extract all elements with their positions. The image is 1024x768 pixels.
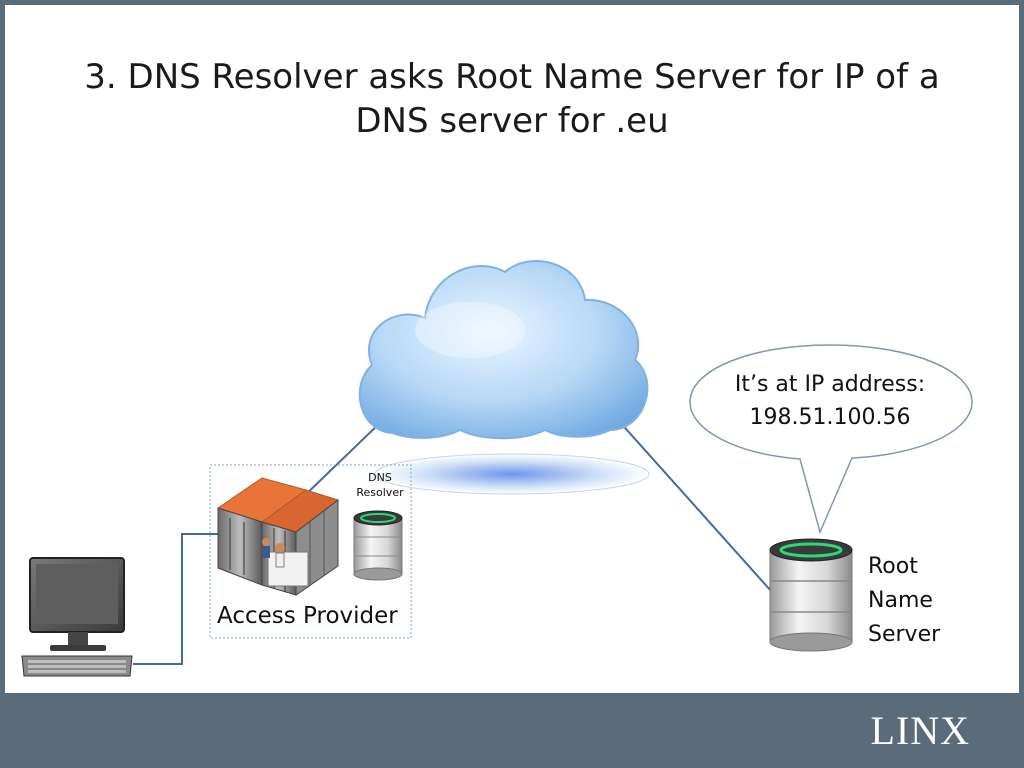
title-line-2: DNS server for .eu — [355, 101, 669, 141]
linx-logo: LINX — [870, 708, 970, 753]
connection-lines — [133, 419, 773, 665]
speech-bubble-icon — [689, 344, 973, 535]
link-computer-to-provider — [133, 533, 218, 665]
cloud-icon — [358, 260, 649, 440]
dns-resolver-database-icon — [353, 510, 403, 581]
root-name-server-label: Root Name Server — [868, 550, 940, 652]
root-label-line-3: Server — [868, 622, 941, 647]
access-provider-box — [209, 464, 412, 639]
access-provider-label: Access Provider — [217, 603, 398, 629]
slide-title: 3. DNS Resolver asks Root Name Server fo… — [40, 55, 984, 143]
root-label-line-2: Name — [868, 588, 933, 613]
cloud-shadow-glow — [374, 453, 650, 495]
root-name-server-database-icon — [769, 538, 853, 652]
server-room-icon — [216, 477, 340, 596]
title-line-1: 3. DNS Resolver asks Root Name Server fo… — [84, 57, 940, 97]
desktop-computer-icon — [21, 557, 133, 677]
speech-bubble-text: It’s at IP address: 198.51.100.56 — [710, 368, 950, 434]
speech-bubble-line-1: It’s at IP address: — [734, 372, 926, 397]
link-provider-to-cloud — [299, 419, 384, 501]
dns-resolver-label: DNS Resolver — [348, 470, 412, 500]
footer-bar — [0, 693, 1024, 768]
root-label-line-1: Root — [868, 554, 918, 579]
dns-resolver-label-line-2: Resolver — [356, 486, 404, 499]
link-cloud-to-root-server — [617, 419, 773, 593]
speech-bubble-line-2: 198.51.100.56 — [749, 405, 911, 430]
dns-resolver-label-line-1: DNS — [368, 471, 392, 484]
